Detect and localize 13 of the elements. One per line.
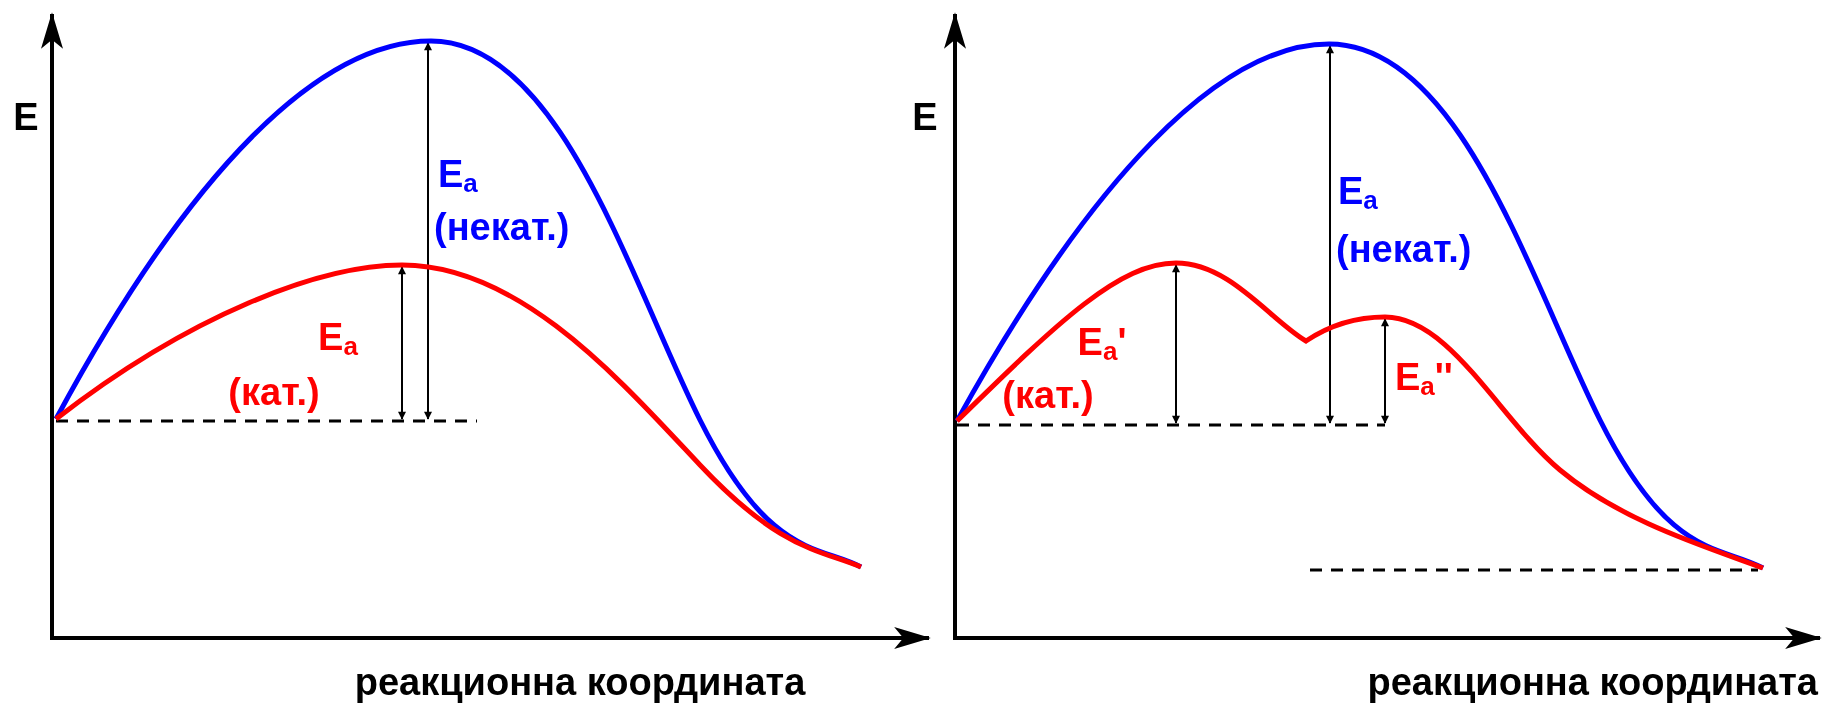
axis-label: E — [912, 98, 938, 136]
energy-label: E$_{a}$' — [1077, 323, 1127, 365]
energy-label: (кат.) — [228, 373, 320, 411]
energy-label: (некат.) — [434, 208, 570, 246]
axis-label: реакционна координата — [354, 663, 806, 701]
axis-label: реакционна координата — [1367, 663, 1818, 701]
energy-label: (кат.) — [1002, 376, 1094, 414]
energy-label: E$_{a}$ — [318, 318, 358, 360]
energy-label: E$_{a}$ — [438, 155, 478, 197]
axis-label: E — [13, 98, 39, 136]
energy-label: E$_{a}$'' — [1395, 358, 1453, 400]
energy-label: E$_{a}$ — [1338, 172, 1378, 214]
energy-label: (некат.) — [1336, 230, 1472, 268]
